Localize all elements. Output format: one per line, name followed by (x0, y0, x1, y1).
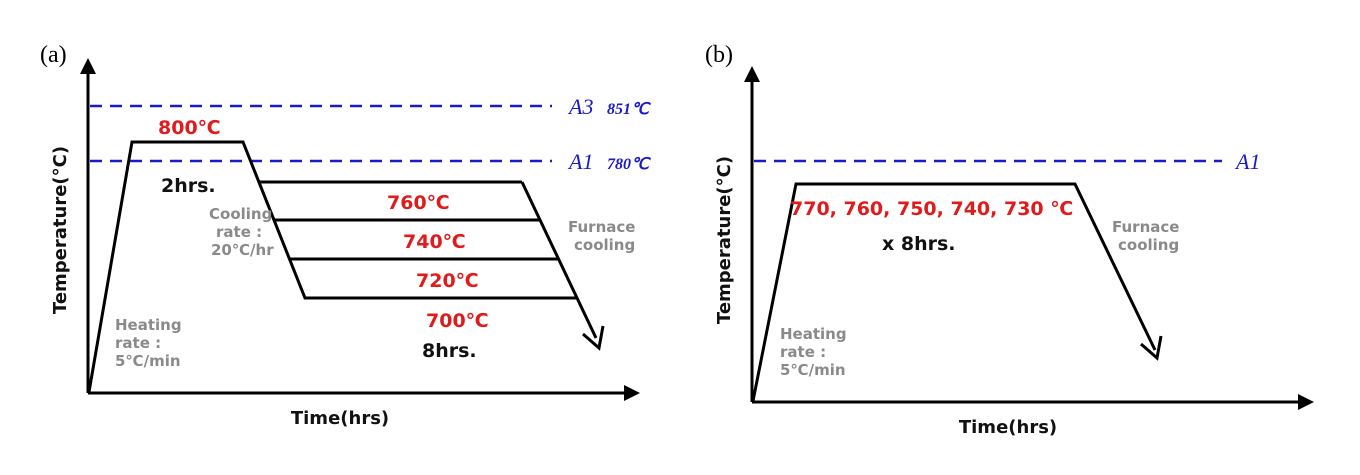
panel-a-a3-temp: 851℃ (607, 101, 651, 118)
panel-b-furnace-2: cooling (1118, 236, 1179, 254)
panel-a-temp-740: 740℃ (403, 231, 466, 253)
panel-a-y-axis-title: Temperature(°C) (50, 146, 71, 314)
panel-a-label: (a) (40, 42, 67, 68)
panel-a-cooling-arrowhead (582, 325, 605, 351)
panel-a-cooling-rate-3: 20℃/hr (211, 241, 274, 259)
panel-b-cooling-arrowhead (1140, 335, 1163, 361)
panel-b-x-axis-title: Time(hrs) (959, 417, 1057, 438)
panel-a-y-arrowhead (80, 58, 96, 74)
panel-a-a1-temp: 780℃ (607, 156, 651, 173)
panel-b-thermal-profile (751, 182, 1157, 402)
panel-b-y-axis-title: Temperature(°C) (714, 156, 735, 324)
panel-a-x-axis-title: Time(hrs) (291, 408, 389, 429)
panel-a-a3-label: A3 (567, 94, 593, 119)
panel-a-temp-700: 700℃ (426, 310, 489, 332)
panel-b: (b) A1 770, 760, 750, 740, 730 ℃ x 8hrs.… (705, 42, 1314, 438)
panel-b-a1-label: A1 (1234, 149, 1260, 174)
panel-a-thermal-profile (87, 140, 576, 393)
panel-b-furnace-1: Furnace (1112, 218, 1179, 236)
panel-a-furnace-1: Furnace (568, 218, 635, 236)
panel-a-temp-720: 720℃ (416, 270, 479, 292)
panel-a-furnace-2: cooling (574, 236, 635, 254)
panel-b-label: (b) (705, 42, 733, 68)
panel-b-x-arrowhead (1298, 394, 1314, 410)
panel-b-heating-3: 5℃/min (780, 361, 846, 379)
panel-a-step-time: 8hrs. (422, 340, 477, 362)
panel-b-y-arrowhead (744, 66, 760, 82)
panel-a-peak-temp: 800℃ (158, 117, 221, 139)
panel-a: (a) A3 851℃ A1 780℃ 800℃ 2hrs. Cooling r… (40, 42, 651, 429)
panel-a-heating-2: rate : (115, 334, 161, 352)
panel-a-heating-3: 5℃/min (115, 352, 181, 370)
panel-a-cooling-rate-1: Cooling (209, 205, 272, 223)
panel-a-furnace-cooling-line (520, 181, 598, 339)
panel-b-hold-time: x 8hrs. (882, 233, 956, 255)
panel-b-heating-1: Heating (780, 325, 847, 343)
panel-a-a1-label: A1 (567, 149, 593, 174)
panel-b-temps: 770, 760, 750, 740, 730 ℃ (790, 198, 1073, 220)
panel-a-x-arrowhead (624, 385, 640, 401)
panel-b-heating-2: rate : (780, 343, 826, 361)
panel-a-temp-760: 760℃ (387, 192, 450, 214)
panel-a-heating-1: Heating (115, 316, 182, 334)
panel-a-hold-time: 2hrs. (161, 175, 216, 197)
panel-a-cooling-rate-2: rate : (216, 223, 262, 241)
